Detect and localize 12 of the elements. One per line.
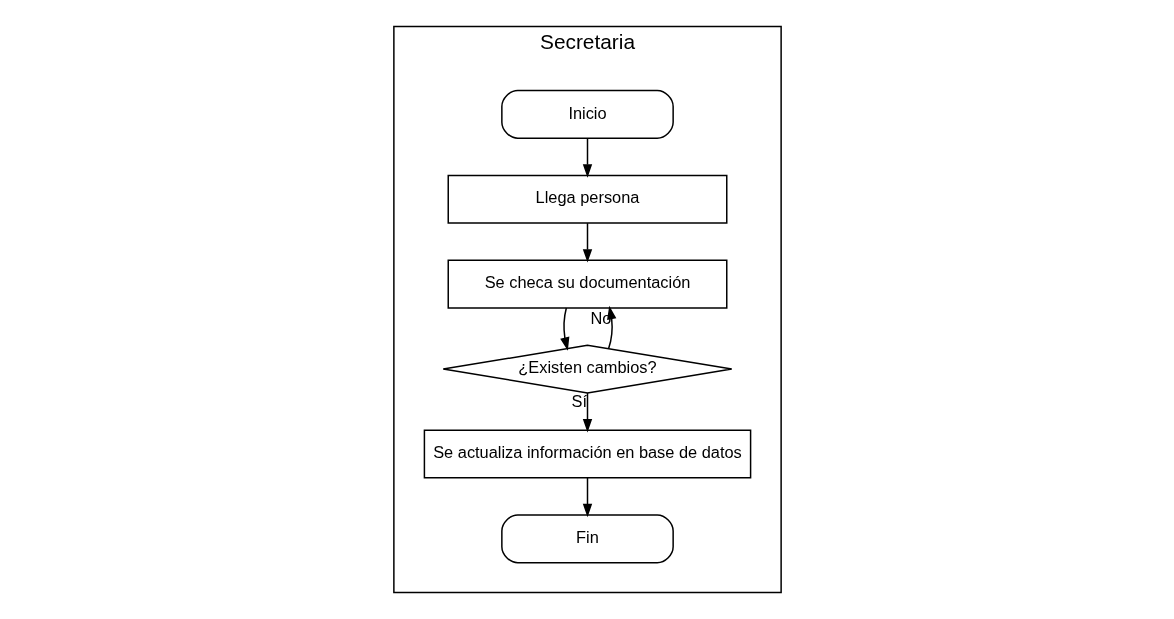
arrow [582,477,592,518]
arrow [582,137,592,178]
arrow [582,392,592,433]
node-box: Se actualiza información en base de datos [423,429,751,479]
edge-label: Sí [571,391,587,410]
node-diamond: ¿Existen cambios? [442,344,732,394]
arrow [582,222,592,263]
node-box: Llega persona [447,174,727,224]
node-box: Fin [500,514,674,564]
node-box: Inicio [500,89,674,139]
node-box: Se checa su documentación [447,259,727,309]
arrow [559,307,569,351]
